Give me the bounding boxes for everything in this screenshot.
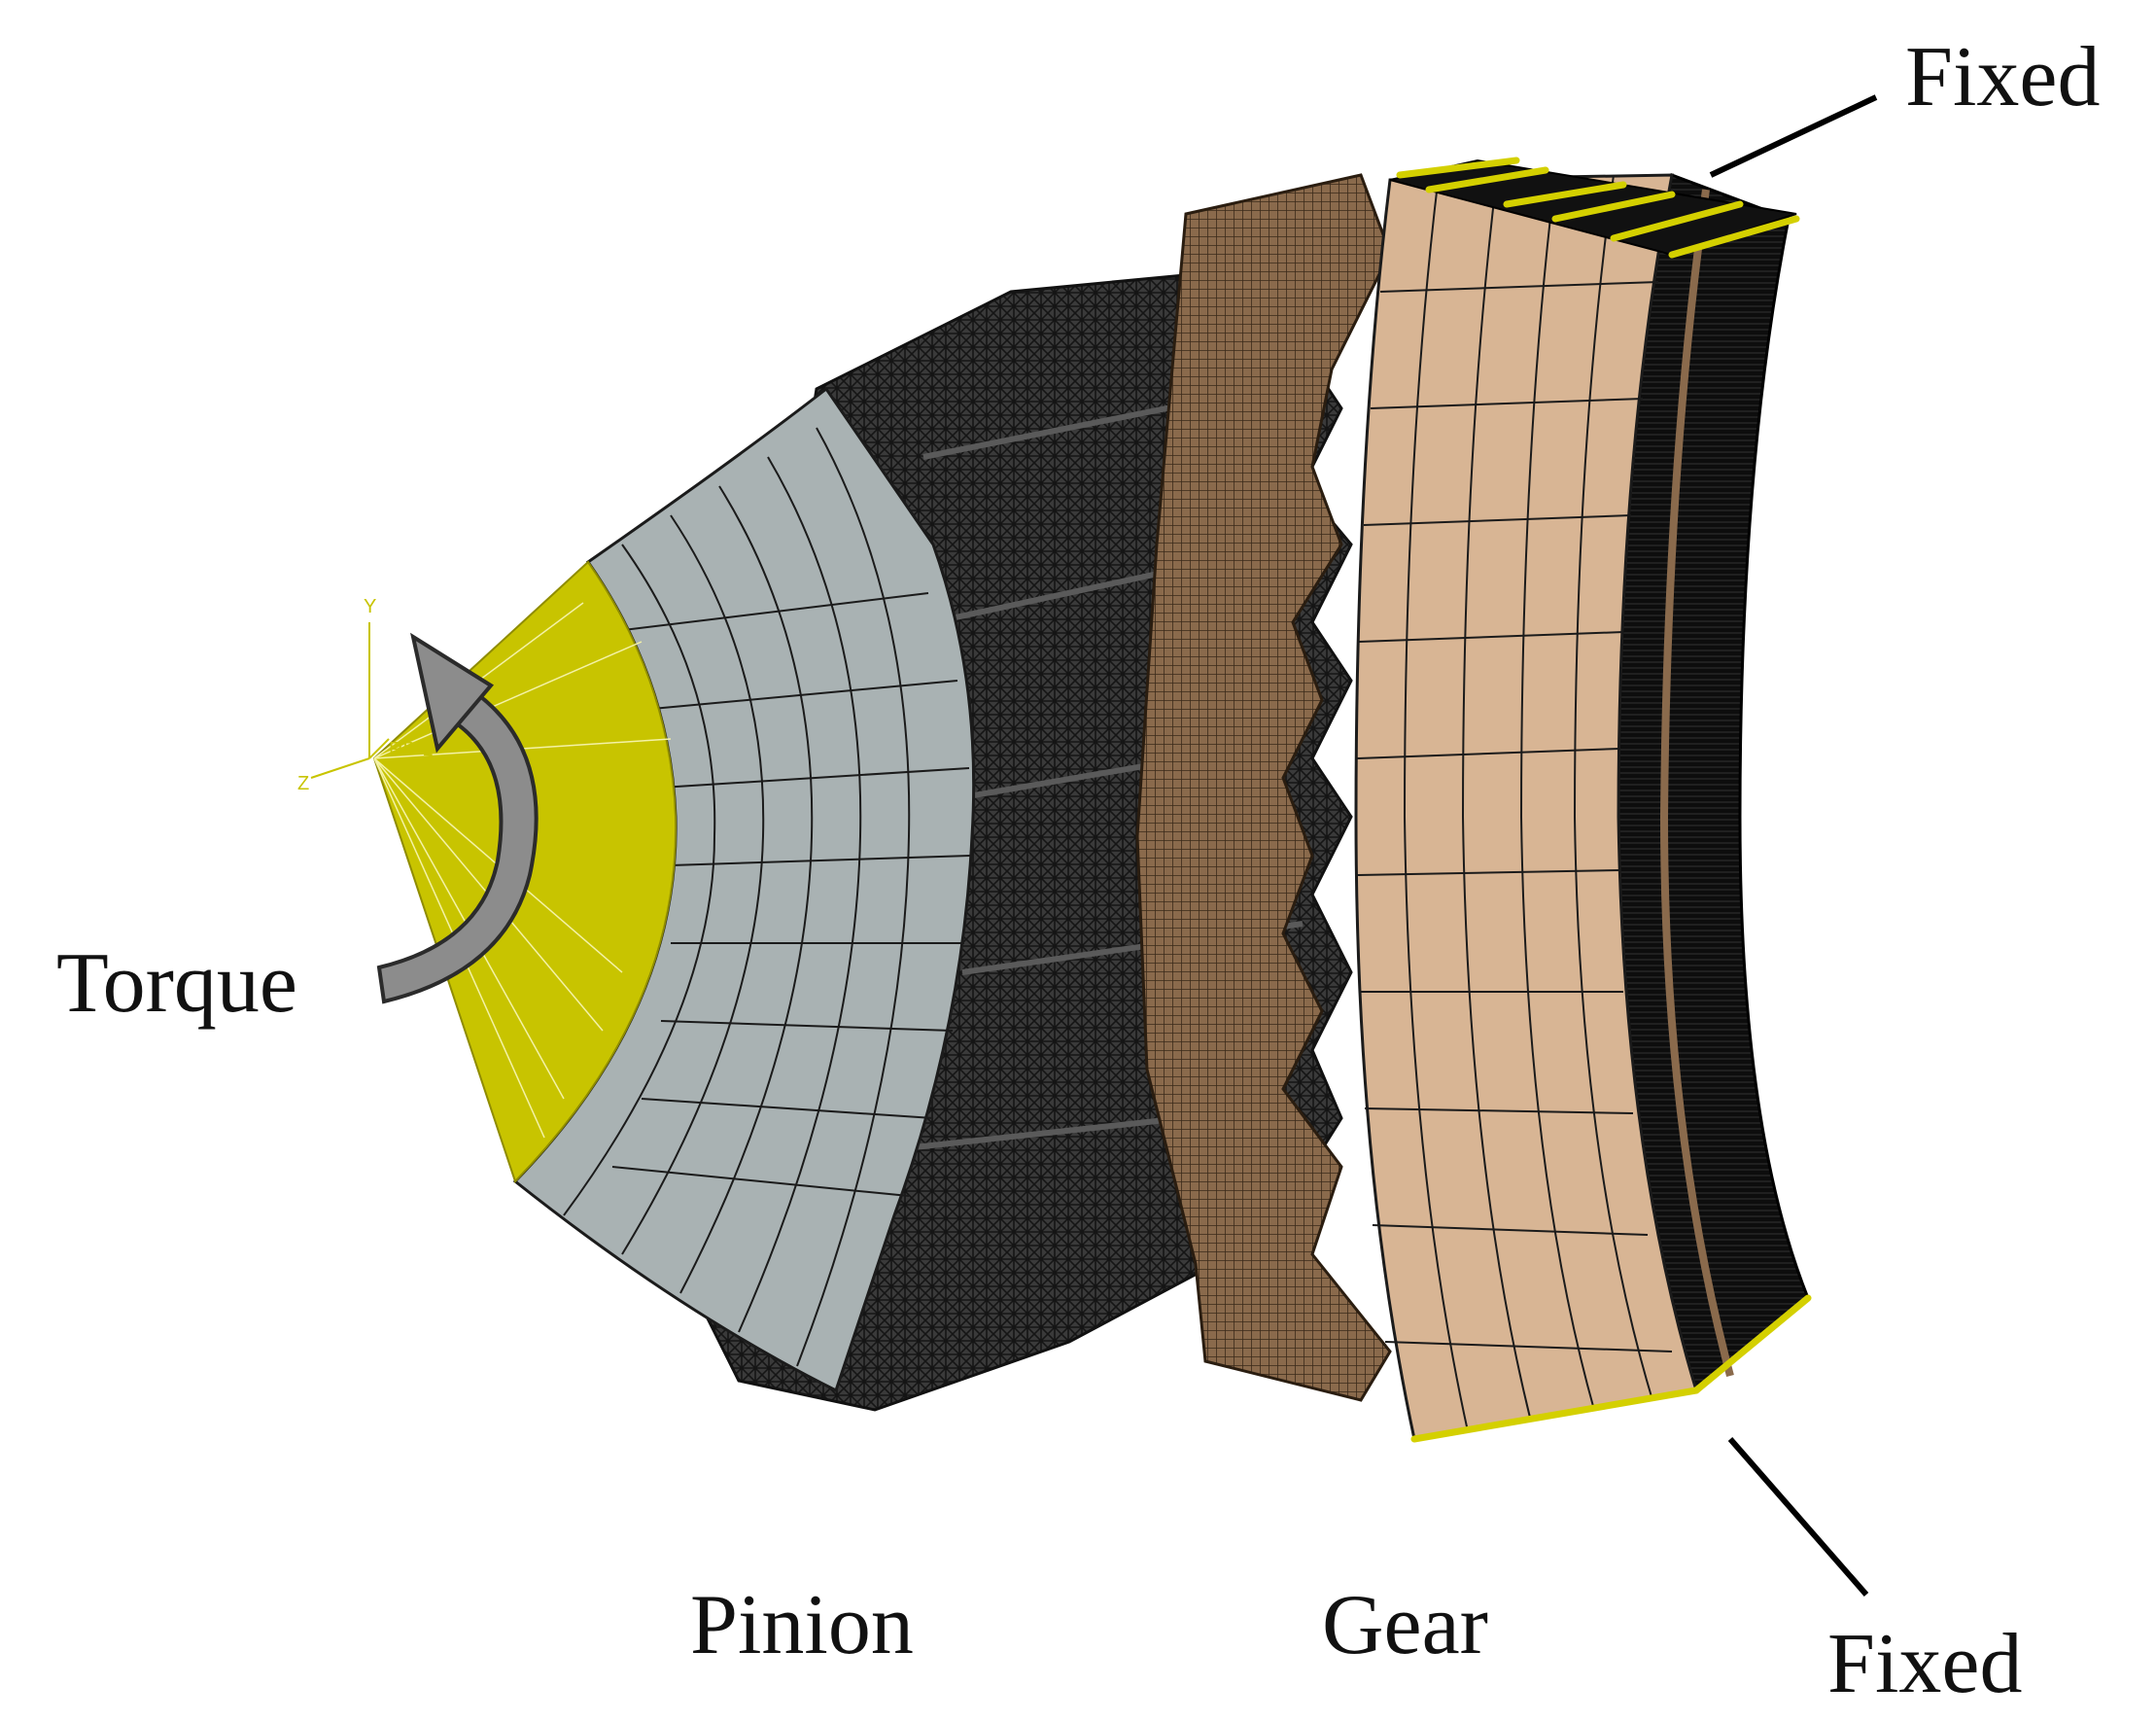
- axis-triad-icon: [310, 622, 390, 779]
- leader-line-top: [1709, 94, 1878, 178]
- gear-body: [1135, 158, 1810, 1441]
- fixed-constraint-top: [1396, 157, 1800, 259]
- fixed-top-label: Fixed: [1905, 30, 2100, 124]
- curved-rotation-arrow-icon: [376, 632, 539, 1004]
- leader-line-bottom: [1727, 1437, 1869, 1597]
- triad-y-label: Y: [364, 596, 376, 617]
- fixed-bottom-label: Fixed: [1827, 1617, 2022, 1711]
- torque-arrow-body: [376, 678, 539, 1004]
- pinion-face: [512, 386, 976, 1393]
- gear-label: Gear: [1322, 1578, 1488, 1672]
- gear-face-grid: [1356, 174, 1673, 1432]
- reference-point-label: RP-1: [389, 739, 434, 760]
- triad-z-label: Z: [297, 773, 309, 794]
- pinion-label: Pinion: [690, 1578, 914, 1672]
- fixed-constraint-bottom: [1410, 1294, 1812, 1443]
- gear-side-mesh: [1135, 173, 1392, 1402]
- gear-rim-strip: [1659, 189, 1734, 1378]
- torque-arrow-head: [410, 632, 495, 754]
- pinion-face-grid: [563, 427, 971, 1367]
- leader-lines: [1709, 94, 1878, 1597]
- torque-label: Torque: [56, 936, 297, 1031]
